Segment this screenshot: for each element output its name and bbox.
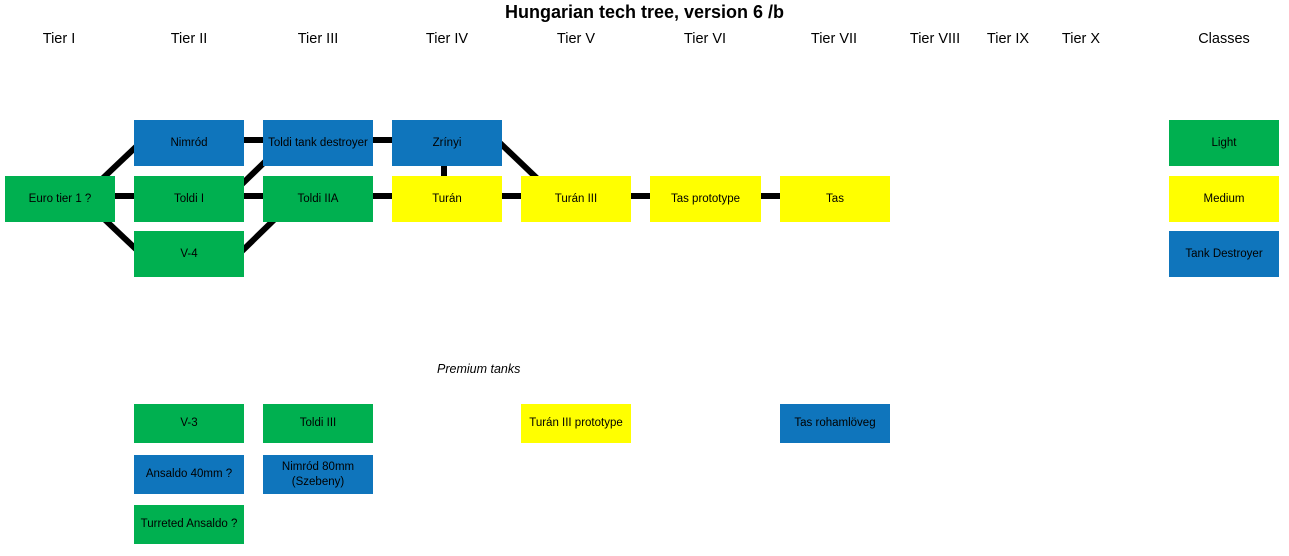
node-label: Euro tier 1 ?	[28, 192, 92, 205]
tier-header: Tier IV	[425, 31, 469, 47]
node-legend-medium[interactable]: Medium	[1169, 176, 1279, 222]
tier-header: Tier IX	[986, 31, 1030, 47]
node-label: Nimród	[170, 136, 208, 149]
node-label: Toldi I	[173, 192, 205, 205]
connector-toldi-td-to-zrinyi	[373, 137, 392, 143]
node-label: Tas prototype	[670, 192, 741, 205]
node-tas-prototype[interactable]: Tas prototype	[650, 176, 761, 222]
node-label: Toldi tank destroyer	[268, 136, 368, 149]
node-zrinyi[interactable]: Zrínyi	[392, 120, 502, 166]
tier-header: Tier III	[297, 31, 339, 47]
tier-header: Tier VII	[810, 31, 858, 47]
node-label: Tas rohamlöveg	[794, 417, 876, 429]
node-label: Turán	[432, 192, 462, 205]
tier-header: Tier VI	[683, 31, 727, 47]
node-tas-rohamloveg[interactable]: Tas rohamlöveg	[780, 404, 890, 443]
connector-toldi-i-to-toldi-iia	[244, 193, 263, 199]
node-ansaldo-40mm[interactable]: Ansaldo 40mm ?	[134, 455, 244, 494]
page-title: Hungarian tech tree, version 6 /b	[504, 2, 785, 22]
connector-toldi-iia-to-turan	[373, 193, 392, 199]
connector-turan-iii-to-tas-prototype	[631, 193, 650, 199]
connector-zrinyi-to-turan-vertical	[441, 166, 447, 176]
node-nimrod[interactable]: Nimród	[134, 120, 244, 166]
node-label: Ansaldo 40mm ?	[145, 468, 233, 480]
node-euro-tier-1[interactable]: Euro tier 1 ?	[5, 176, 115, 222]
tier-header: Tier I	[42, 31, 76, 47]
node-turan-iii-prototype[interactable]: Turán III prototype	[521, 404, 631, 443]
connector-turan-to-turan-iii	[502, 193, 521, 199]
node-label: Turreted Ansaldo ?	[140, 518, 238, 530]
connector-nimrod-to-toldi-td	[244, 137, 263, 143]
node-turreted-ansaldo[interactable]: Turreted Ansaldo ?	[134, 505, 244, 544]
node-toldi-iii[interactable]: Toldi III	[263, 404, 373, 443]
node-turan-iii[interactable]: Turán III	[521, 176, 631, 222]
tier-header: Tier V	[556, 31, 596, 47]
tier-header: Tier VIII	[909, 31, 961, 47]
node-legend-light[interactable]: Light	[1169, 120, 1279, 166]
node-v-4[interactable]: V-4	[134, 231, 244, 277]
node-legend-tank-destroyer[interactable]: Tank Destroyer	[1169, 231, 1279, 277]
connector-euro-to-toldi-i	[115, 193, 134, 199]
node-toldi-i[interactable]: Toldi I	[134, 176, 244, 222]
node-label: Turán III	[554, 192, 598, 205]
node-label: Zrínyi	[432, 136, 462, 149]
premium-tanks-label: Premium tanks	[437, 362, 521, 376]
node-label: Medium	[1203, 192, 1245, 205]
node-label: V-4	[180, 247, 198, 260]
connector-tas-prototype-to-tas	[761, 193, 780, 199]
node-toldi-tank-destroyer[interactable]: Toldi tank destroyer	[263, 120, 373, 166]
node-label: V-3	[180, 417, 198, 429]
node-label: Tank Destroyer	[1185, 247, 1263, 260]
node-label: Light	[1211, 136, 1237, 149]
node-turan[interactable]: Turán	[392, 176, 502, 222]
node-tas[interactable]: Tas	[780, 176, 890, 222]
node-label: Turán III prototype	[529, 417, 623, 429]
node-v-3[interactable]: V-3	[134, 404, 244, 443]
tier-header: Tier II	[170, 31, 208, 47]
node-toldi-iia[interactable]: Toldi IIA	[263, 176, 373, 222]
tier-header: Tier X	[1061, 31, 1101, 47]
node-label: Nimród 80mm (Szebeny)	[281, 460, 355, 488]
tier-header: Classes	[1198, 31, 1250, 47]
node-label: Toldi IIA	[297, 192, 339, 205]
node-label: Tas	[826, 192, 844, 205]
node-nimrod-80mm-szebeny[interactable]: Nimród 80mm (Szebeny)	[263, 455, 373, 494]
node-label: Toldi III	[299, 417, 337, 429]
